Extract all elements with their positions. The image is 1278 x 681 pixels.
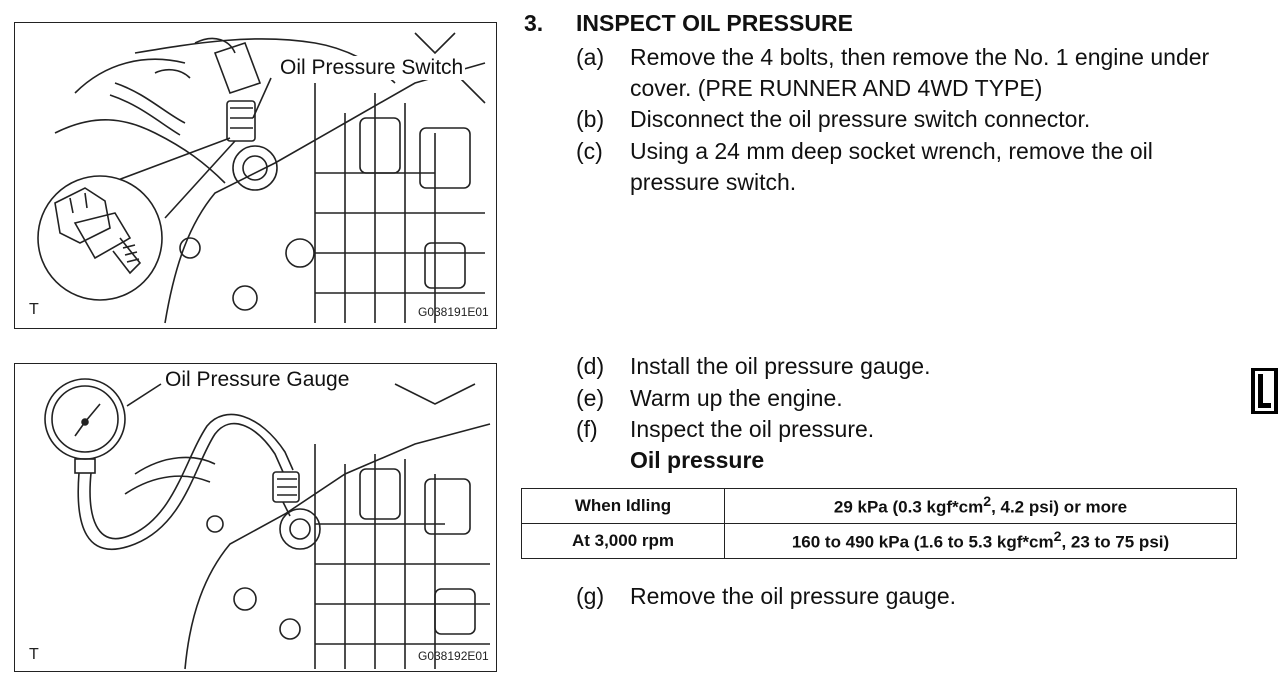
figure-oil-pressure-gauge: Oil Pressure Gauge T G038192E01 (14, 363, 497, 672)
section-heading: 3. INSPECT OIL PRESSURE (524, 10, 853, 37)
table-row: At 3,000 rpm 160 to 490 kPa (1.6 to 5.3 … (521, 523, 1237, 559)
condition-cell: When Idling (521, 488, 725, 524)
figure-code: G038191E01 (418, 305, 489, 319)
step-letter: (c) (576, 138, 603, 164)
engine-switch-illustration (37, 32, 486, 324)
step-letter: (d) (576, 353, 605, 379)
step-letter: (a) (576, 44, 605, 70)
step-b: (b) Disconnect the oil pressure switch co… (576, 104, 1270, 135)
step-text: Remove the 4 bolts, then remove the No. … (630, 44, 1210, 101)
figure-code: G038192E01 (418, 649, 489, 663)
oil-pressure-spec-table: When Idling 29 kPa (0.3 kgf*cm2, 4.2 psi… (521, 488, 1237, 559)
step-d: (d) Install the oil pressure gauge. (576, 351, 1270, 382)
step-text: Inspect the oil pressure. (630, 416, 875, 442)
section-number: 3. (524, 10, 544, 36)
table-row: When Idling 29 kPa (0.3 kgf*cm2, 4.2 psi… (521, 488, 1237, 524)
figure-corner-mark: T (29, 646, 39, 663)
engine-gauge-illustration (44, 378, 491, 670)
step-letter: (b) (576, 106, 605, 132)
section-tab-marker (1251, 368, 1278, 414)
figure-oil-pressure-switch: Oil Pressure Switch T G038191E01 (14, 22, 497, 329)
step-a: (a) Remove the 4 bolts, then remove the N… (576, 42, 1270, 104)
section-title: INSPECT OIL PRESSURE (576, 10, 853, 36)
step-text: Install the oil pressure gauge. (630, 353, 931, 379)
step-text: Using a 24 mm deep socket wrench, remove… (630, 138, 1153, 195)
step-letter: (g) (576, 583, 605, 609)
step-c: (c) Using a 24 mm deep socket wrench, rem… (576, 136, 1240, 198)
oil-pressure-gauge-label: Oil Pressure Gauge (163, 368, 352, 392)
oil-pressure-switch-label: Oil Pressure Switch (278, 56, 466, 80)
step-letter: (f) (576, 416, 598, 442)
spec-heading: Oil pressure (630, 447, 765, 473)
step-text: Disconnect the oil pressure switch conne… (630, 106, 1091, 132)
step-letter: (e) (576, 385, 605, 411)
condition-cell: At 3,000 rpm (521, 523, 725, 559)
step-e: (e) Warm up the engine. (576, 383, 1270, 414)
step-text: Warm up the engine. (630, 385, 843, 411)
step-g: (g) Remove the oil pressure gauge. (576, 581, 1270, 612)
step-f: (f) Inspect the oil pressure. (576, 414, 1270, 445)
value-cell: 29 kPa (0.3 kgf*cm2, 4.2 psi) or more (724, 488, 1237, 524)
step-text: Remove the oil pressure gauge. (630, 583, 957, 609)
figure-corner-mark: T (29, 301, 39, 318)
value-cell: 160 to 490 kPa (1.6 to 5.3 kgf*cm2, 23 t… (724, 523, 1237, 559)
